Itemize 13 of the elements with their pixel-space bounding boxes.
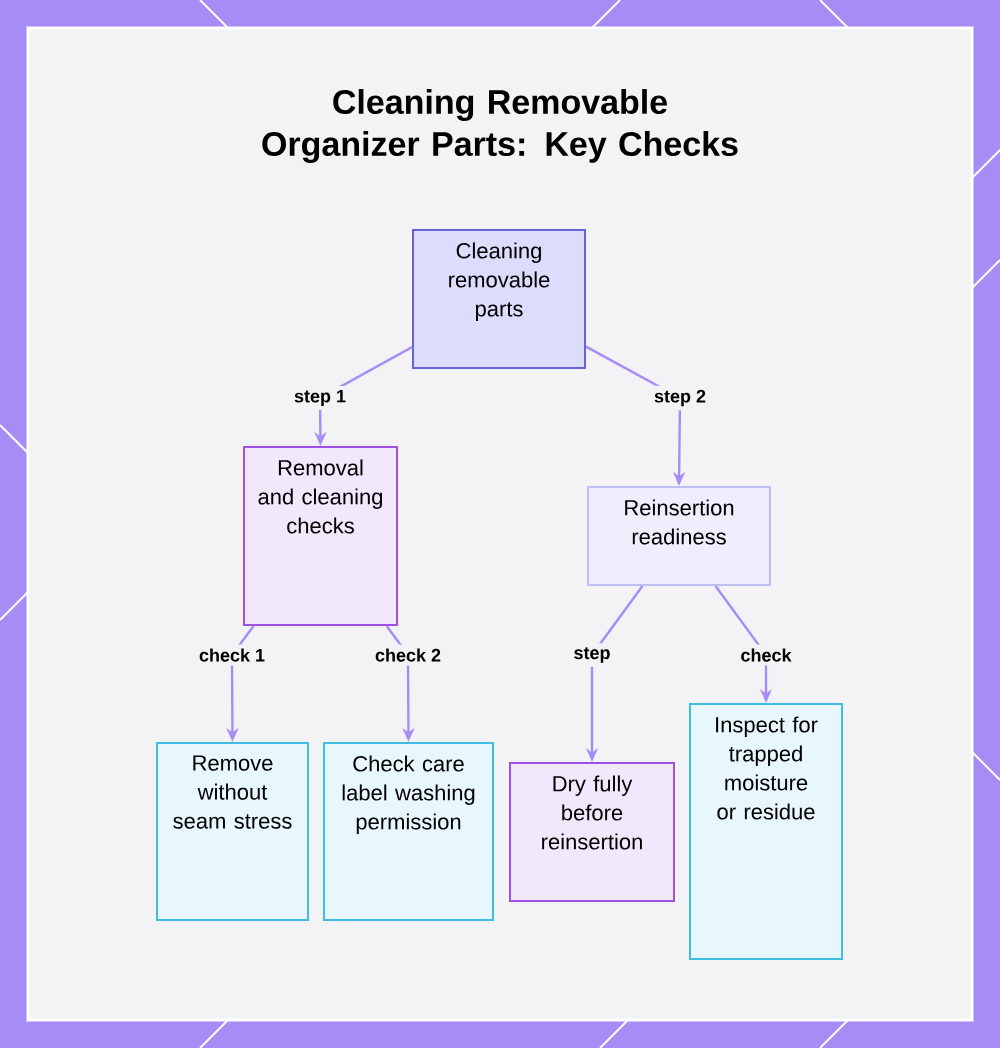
process-box: Removal and cleaning checks (243, 446, 398, 626)
process-box: Cleaning removable parts (412, 229, 586, 369)
edge-label: check (736, 644, 796, 666)
process-box: Inspect for trapped moisture or residue (689, 703, 843, 960)
edge-label: check 1 (195, 644, 270, 666)
process-box: Check care label washing permission (323, 742, 494, 921)
process-box: Reinsertion readiness (587, 486, 771, 586)
edge-label: check 2 (371, 644, 446, 666)
edge-label: step (569, 643, 615, 667)
title: Cleaning Removable Organizer Parts: Key Checks (262, 89, 738, 163)
edge-label: step 2 (650, 385, 710, 411)
process-box: Dry fully before reinsertion (509, 762, 675, 902)
process-box: Remove without seam stress (156, 742, 309, 921)
